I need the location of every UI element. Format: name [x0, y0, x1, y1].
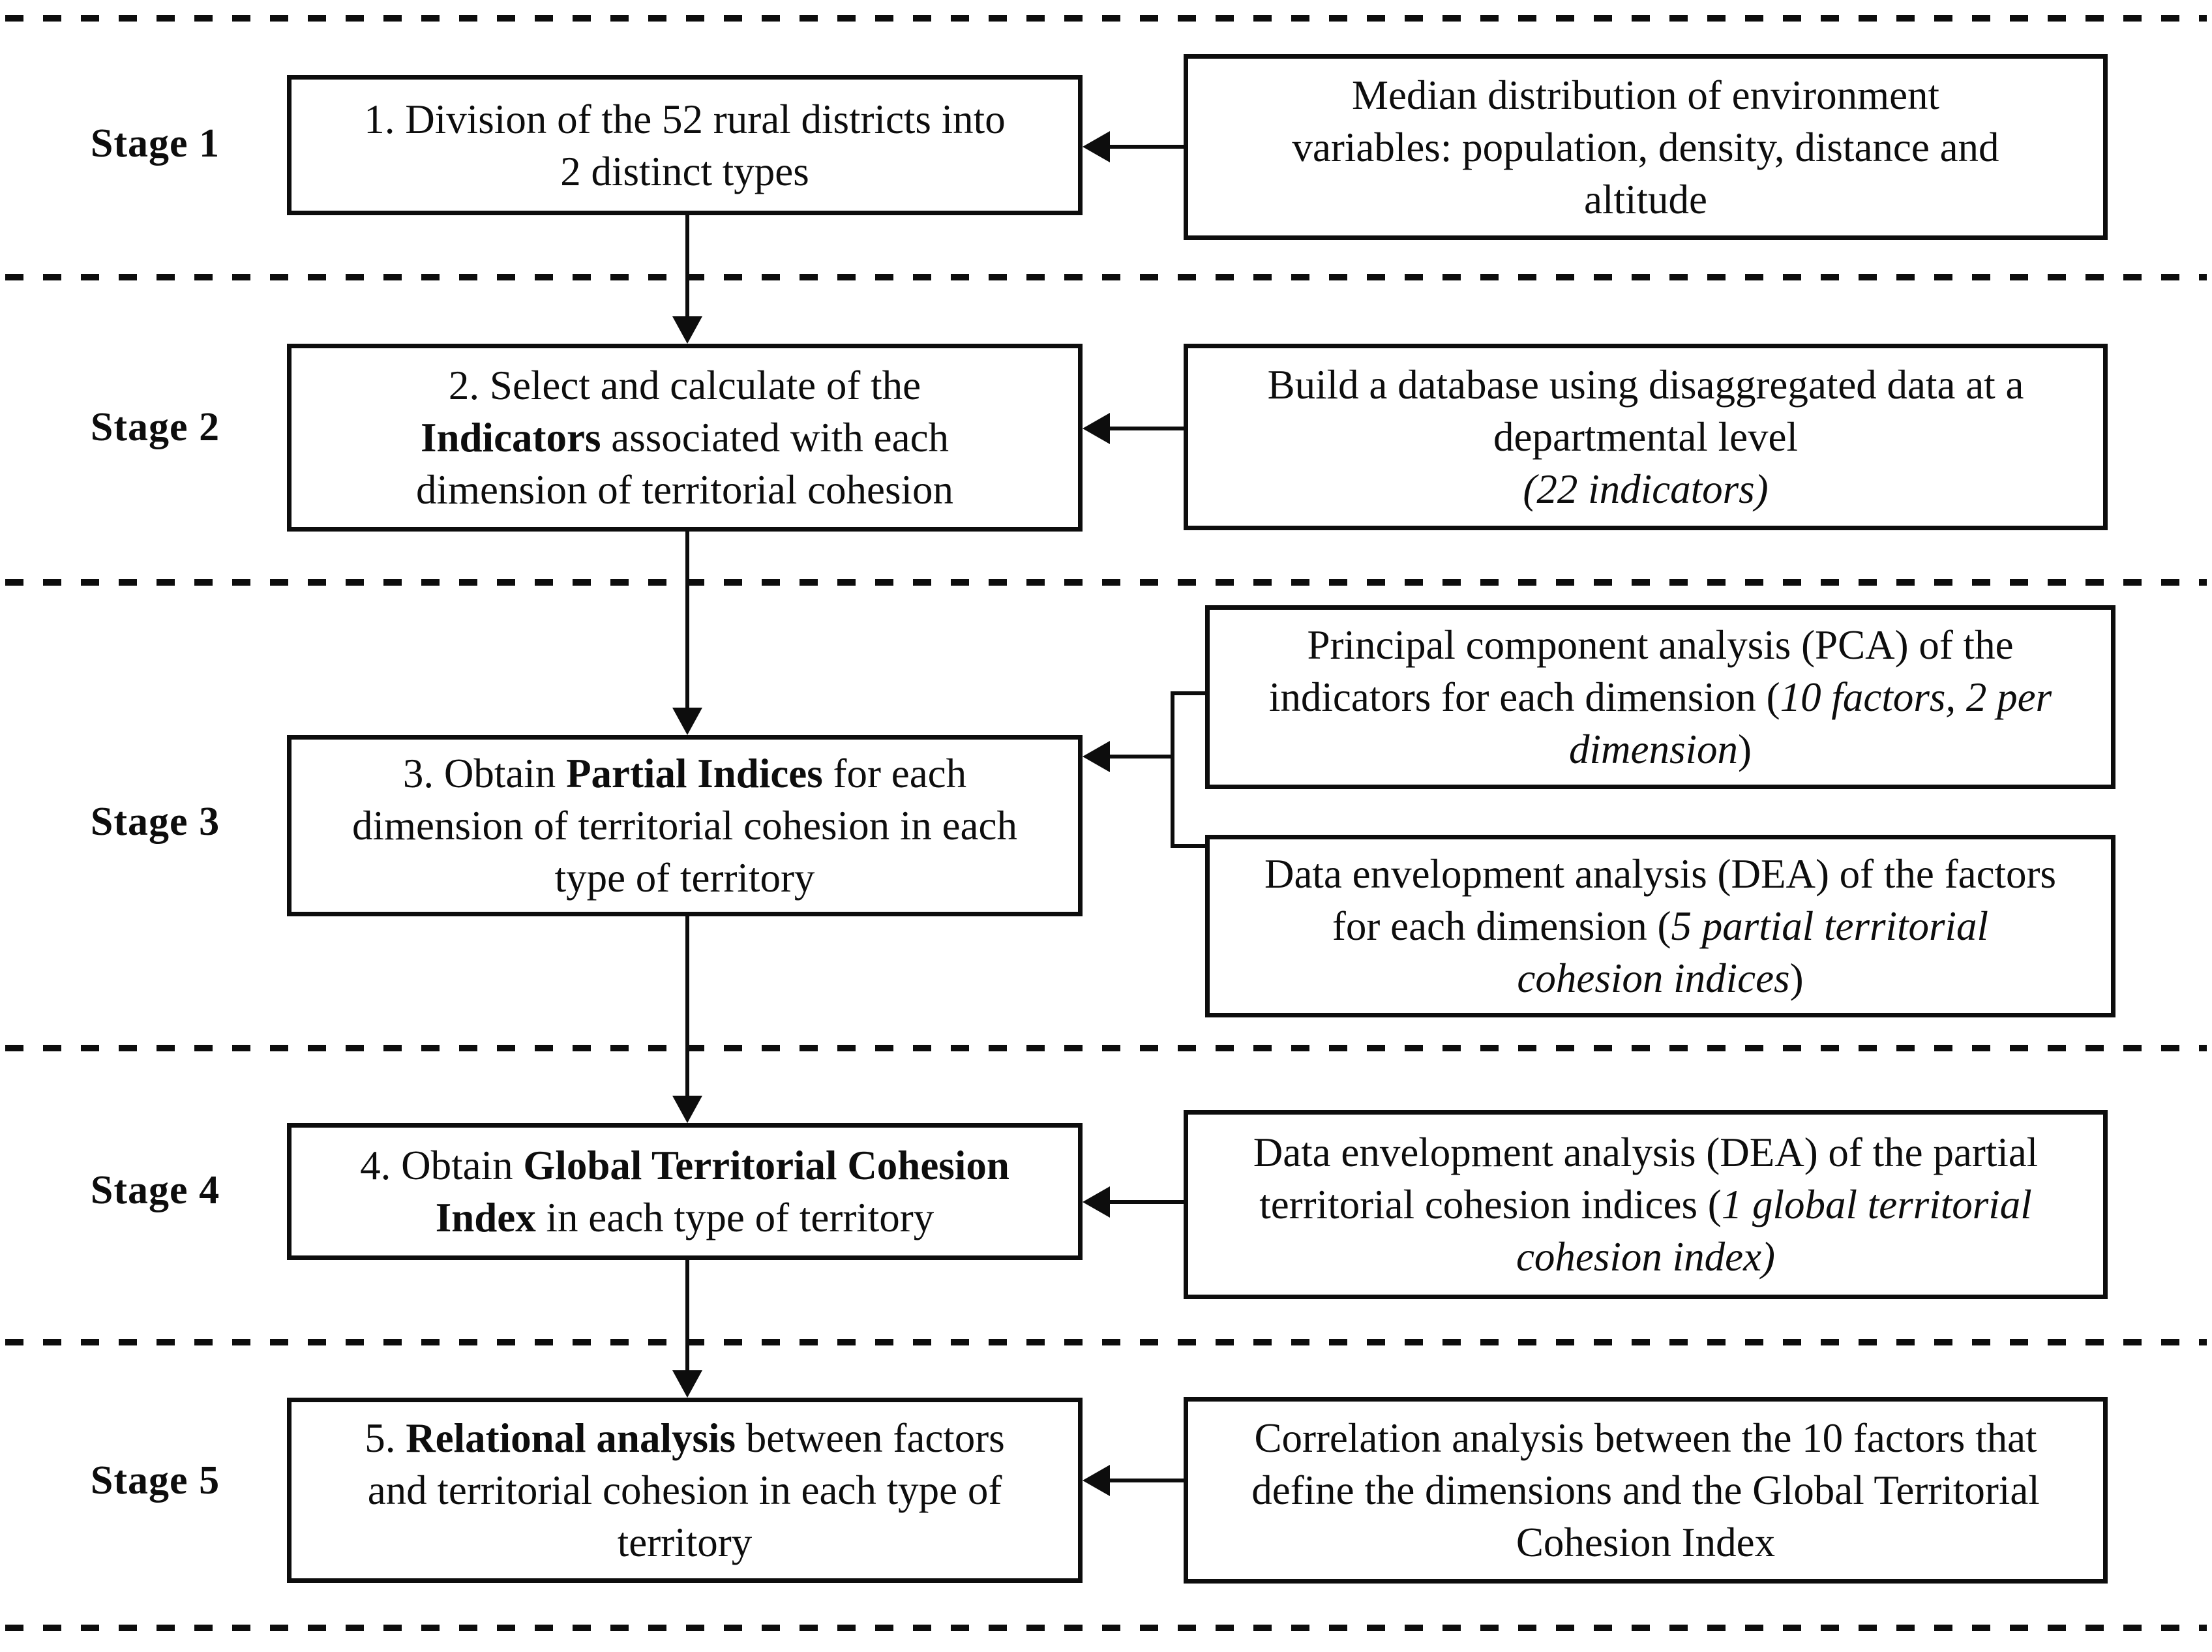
down-arrow-icon — [672, 1260, 702, 1398]
down-arrow-icon — [672, 215, 702, 344]
stage-5-note-box: Correlation analysis between the 10 fact… — [1184, 1397, 2108, 1584]
stage-4-label: Stage 4 — [90, 1168, 220, 1212]
stage-3-dea-box: Data envelopment analysis (DEA) of the f… — [1205, 835, 2115, 1017]
left-arrow-icon — [1083, 741, 1174, 772]
text-line: territory — [617, 1520, 753, 1565]
text-line: Indicators associated with each — [420, 415, 949, 460]
stage-3-pca-box: Principal component analysis (PCA) of th… — [1205, 605, 2115, 789]
text-line: 1. Division of the 52 rural districts in… — [364, 96, 1006, 142]
dashed-separator-4 — [5, 1045, 2207, 1051]
text-line: (22 indicators) — [1523, 466, 1769, 512]
text-line: Build a database using disaggregated dat… — [1267, 362, 2024, 408]
arrowhead-icon — [672, 316, 702, 344]
text-line: Cohesion Index — [1516, 1520, 1776, 1565]
dashed-separator-5 — [5, 1339, 2207, 1345]
text-line: 2 distinct types — [560, 148, 809, 194]
text-line: 5. Relational analysis between factors — [365, 1415, 1005, 1461]
bracket-bottom-stub-icon — [1171, 844, 1207, 848]
stage-2-note-box: Build a database using disaggregated dat… — [1184, 344, 2108, 530]
text-line: define the dimensions and the Global Ter… — [1251, 1467, 2040, 1513]
arrowhead-icon — [1083, 1186, 1110, 1218]
stage-1-main-box: 1. Division of the 52 rural districts in… — [287, 75, 1083, 215]
bracket-top-stub-icon — [1171, 691, 1207, 695]
dashed-separator-1 — [5, 15, 2207, 22]
dashed-separator-3 — [5, 579, 2207, 586]
stage-5-label: Stage 5 — [90, 1458, 220, 1503]
dashed-separator-2 — [5, 274, 2207, 280]
down-arrow-icon — [672, 916, 702, 1123]
text-line: indicators for each dimension (10 factor… — [1268, 674, 2052, 720]
text-line: departmental level — [1493, 414, 1799, 460]
text-line: 4. Obtain Global Territorial Cohesion — [360, 1143, 1009, 1188]
stage-1-note-box: Median distribution of environment variab… — [1184, 54, 2108, 240]
arrowhead-icon — [672, 708, 702, 735]
left-arrow-icon — [1083, 1186, 1184, 1218]
text-line: Correlation analysis between the 10 fact… — [1254, 1415, 2037, 1461]
arrowhead-icon — [1083, 131, 1110, 162]
arrowhead-icon — [672, 1370, 702, 1398]
left-arrow-icon — [1083, 413, 1184, 444]
stage-4-note-box: Data envelopment analysis (DEA) of the p… — [1184, 1110, 2108, 1299]
text-line: Data envelopment analysis (DEA) of the f… — [1264, 851, 2057, 897]
left-arrow-icon — [1083, 1465, 1184, 1496]
text-line: for each dimension (5 partial territoria… — [1332, 903, 1989, 949]
text-line: Principal component analysis (PCA) of th… — [1307, 622, 2014, 668]
stage-3-main-box: 3. Obtain Partial Indices for each dimens… — [287, 735, 1083, 916]
left-arrow-icon — [1083, 131, 1184, 162]
text-line: altitude — [1584, 176, 1707, 222]
text-line: dimension of territorial cohesion — [415, 467, 954, 513]
text-line: Median distribution of environment — [1351, 72, 1940, 118]
arrowhead-icon — [1083, 413, 1110, 444]
stage-1-label: Stage 1 — [90, 121, 220, 166]
arrowhead-icon — [1083, 1465, 1110, 1496]
text-line: territorial cohesion indices (1 global t… — [1259, 1182, 2032, 1227]
text-line: variables: population, density, distance… — [1292, 124, 1999, 170]
bracket-icon — [1171, 691, 1174, 848]
text-line: type of territory — [554, 855, 815, 901]
text-line: dimension of territorial cohesion in eac… — [352, 803, 1017, 849]
text-line: cohesion indices) — [1517, 955, 1804, 1001]
text-line: cohesion index) — [1516, 1234, 1776, 1280]
down-arrow-icon — [672, 532, 702, 735]
text-line: Index in each type of territory — [435, 1195, 934, 1240]
text-line: dimension) — [1569, 727, 1752, 772]
arrowhead-icon — [672, 1096, 702, 1123]
stage-2-label: Stage 2 — [90, 405, 220, 449]
text-line: 3. Obtain Partial Indices for each — [402, 751, 967, 796]
text-line: 2. Select and calculate of the — [448, 363, 921, 408]
stage-3-label: Stage 3 — [90, 800, 220, 844]
dashed-separator-6 — [5, 1625, 2207, 1631]
arrowhead-icon — [1083, 741, 1110, 772]
text-line: and territorial cohesion in each type of — [367, 1467, 1002, 1513]
text-line: Data envelopment analysis (DEA) of the p… — [1253, 1130, 2039, 1175]
stage-5-main-box: 5. Relational analysis between factors an… — [287, 1398, 1083, 1583]
